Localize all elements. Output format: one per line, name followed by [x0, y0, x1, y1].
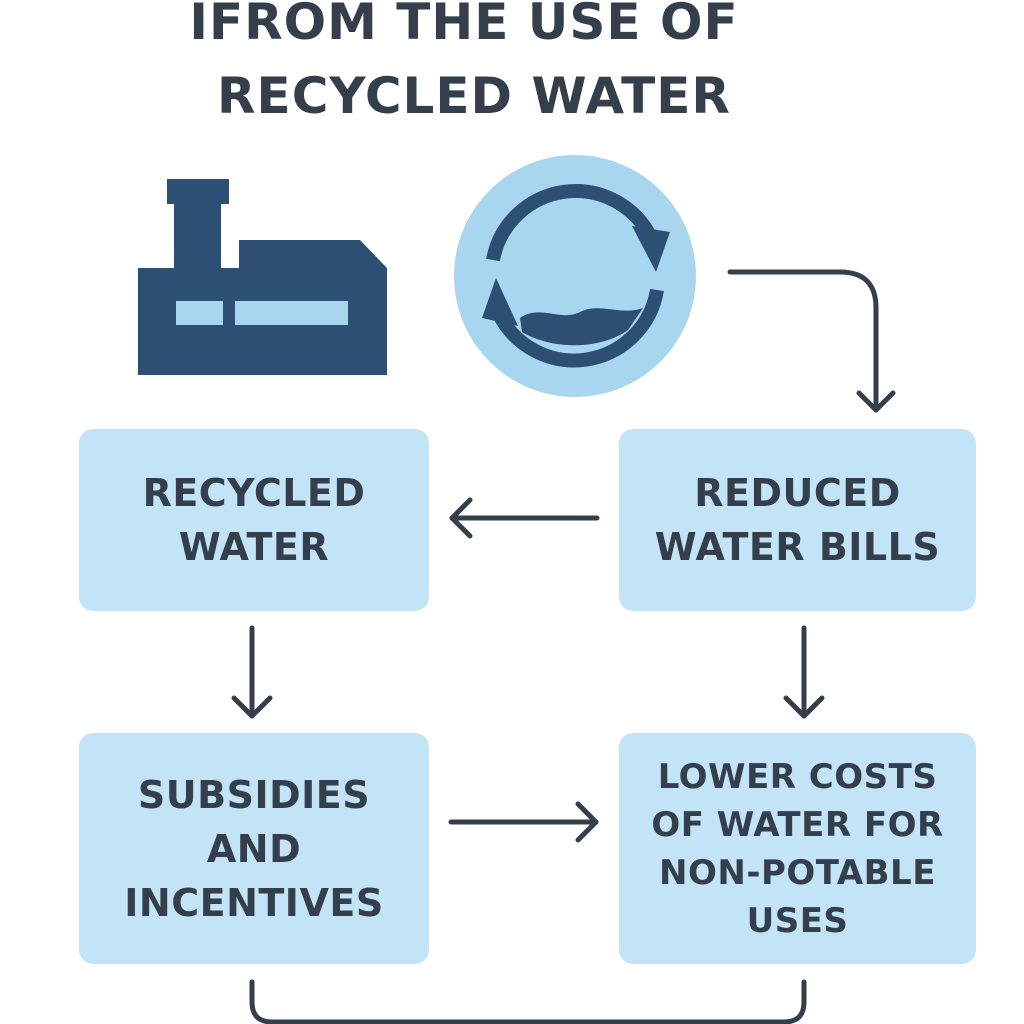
box-reduced-water-bills-label: REDUCED WATER BILLS — [654, 471, 941, 569]
box-lower-costs: LOWER COSTS OF WATER FOR NON-POTABLE USE… — [619, 733, 976, 964]
box-subsidies-incentives-label: SUBSIDIES AND INCENTIVES — [124, 772, 384, 925]
box-subsidies-incentives: SUBSIDIES AND INCENTIVES — [79, 733, 429, 964]
box-recycled-water: RECYCLED WATER — [79, 429, 429, 611]
box-lower-costs-label: LOWER COSTS OF WATER FOR NON-POTABLE USE… — [651, 756, 944, 941]
box-reduced-water-bills: REDUCED WATER BILLS — [619, 429, 976, 611]
arrow-recycle-to-reduced — [727, 269, 879, 413]
box-recycled-water-label: RECYCLED WATER — [142, 471, 366, 569]
bottom-bracket — [249, 979, 807, 1024]
title-line-2: RECYCLED WATER — [217, 67, 731, 125]
title-line-1: IFROM THE USE OF — [189, 0, 739, 51]
